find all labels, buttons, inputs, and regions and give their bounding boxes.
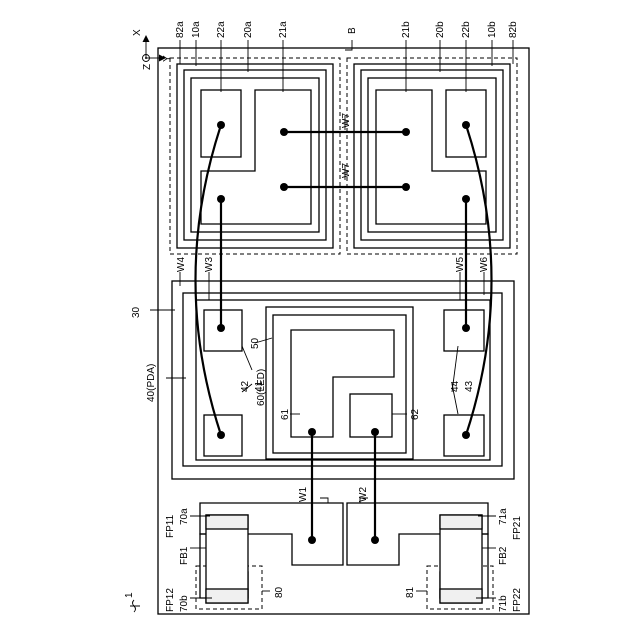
label-80: 80 <box>274 586 285 598</box>
bond-dot <box>217 324 225 332</box>
chip-fb1-end-bottom <box>206 589 248 603</box>
label-22a: 22a <box>216 21 227 38</box>
label-fb2: FB2 <box>498 546 509 565</box>
label-fp12: FP12 <box>165 588 176 612</box>
bond-dot <box>402 183 410 191</box>
label-30: 30 <box>131 306 142 318</box>
bond-dot <box>462 121 470 129</box>
label-20b: 20b <box>435 21 446 38</box>
bond-dot <box>280 128 288 136</box>
label-w7-upper: W7 <box>341 113 352 128</box>
label-w2: W2 <box>358 487 369 502</box>
label-b: B <box>347 27 358 34</box>
bond-dot <box>308 536 316 544</box>
bond-dot <box>462 195 470 203</box>
label-fb1: FB1 <box>179 546 190 565</box>
label-40-pda: 40(PDA) <box>146 364 157 402</box>
label-w3: W3 <box>204 257 215 272</box>
frame-40-inner <box>196 300 490 460</box>
element-30 <box>172 281 514 479</box>
label-w1: W1 <box>298 487 309 502</box>
label-82a: 82a <box>175 21 186 38</box>
label-22b: 22b <box>461 21 472 38</box>
electrode-62 <box>350 394 392 437</box>
element-40-pda <box>183 293 502 466</box>
label-70a: 70a <box>179 508 190 525</box>
label-fp11: FP11 <box>165 514 176 538</box>
axis-label-z: Z <box>142 64 153 70</box>
bond-dot <box>462 324 470 332</box>
element-60-led <box>273 315 406 453</box>
label-10a: 10a <box>191 21 202 38</box>
label-w5: W5 <box>455 257 466 272</box>
label-fp22: FP22 <box>512 588 523 612</box>
electrode-61 <box>291 330 394 437</box>
label-61: 61 <box>280 408 291 420</box>
axis-label-y: Y <box>162 55 173 62</box>
chip-fb2-end-bottom <box>440 589 482 603</box>
label-w7-lower: W7 <box>341 163 352 178</box>
bond-dot <box>308 428 316 436</box>
label-62: 62 <box>410 408 421 420</box>
label-21a: 21a <box>278 21 289 38</box>
label-70b: 70b <box>179 595 190 612</box>
label-42: 42 <box>240 380 251 392</box>
label-50: 50 <box>250 337 261 349</box>
bond-dot <box>371 536 379 544</box>
chip-fb1-end-top <box>206 515 248 529</box>
bond-dot <box>217 121 225 129</box>
bond-dot <box>371 428 379 436</box>
label-43: 43 <box>464 380 475 392</box>
label-71a: 71a <box>498 508 509 525</box>
axis-label-x: X <box>132 29 143 36</box>
bond-dot <box>462 431 470 439</box>
label-w4: W4 <box>176 257 187 272</box>
figure-ref-arrow <box>130 600 140 612</box>
label-71b: 71b <box>498 595 509 612</box>
label-44: 44 <box>450 380 461 392</box>
label-10b: 10b <box>487 21 498 38</box>
bond-dot <box>402 128 410 136</box>
bond-dot <box>217 195 225 203</box>
label-81: 81 <box>405 586 416 598</box>
figure-ref-label: 1 <box>124 592 135 598</box>
bond-dot <box>280 183 288 191</box>
label-60-led-visible: 60(LED) <box>256 369 267 406</box>
label-82b: 82b <box>508 21 519 38</box>
bond-dot <box>217 431 225 439</box>
label-fp21: FP21 <box>512 516 523 540</box>
chip-fb2-end-top <box>440 515 482 529</box>
label-21b: 21b <box>401 21 412 38</box>
label-20a: 20a <box>243 21 254 38</box>
label-w6: W6 <box>479 257 490 272</box>
